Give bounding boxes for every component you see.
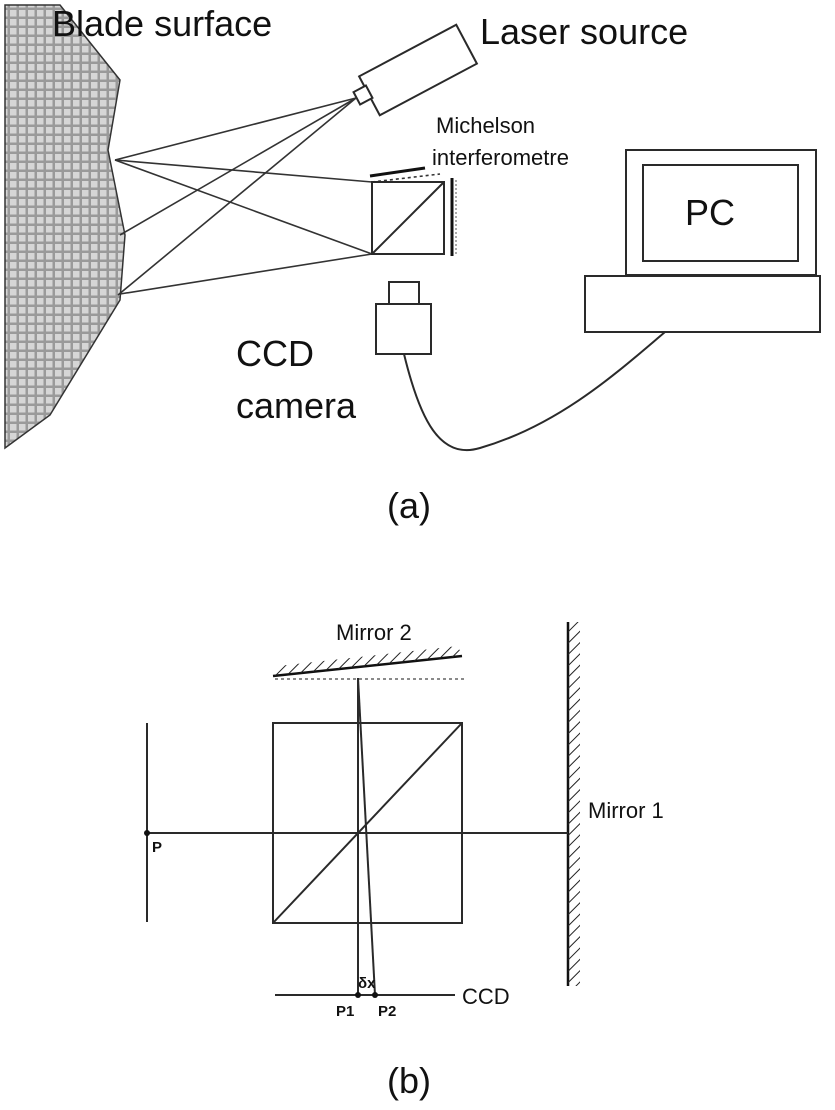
caption-b: (b): [387, 1060, 431, 1101]
dx-label: δx: [358, 975, 376, 992]
mirror-1-label: Mirror 1: [588, 798, 664, 823]
beam-splitter: [272, 722, 463, 924]
mirror-1: [566, 622, 580, 986]
p-label: P: [152, 839, 162, 856]
panel-a: Blade surface Laser source Michelson int…: [4, 3, 821, 526]
ccd-camera: [375, 281, 432, 355]
laser-source-label: Laser source: [480, 11, 688, 52]
mirror-2: [272, 646, 465, 680]
pc-label: PC: [685, 192, 735, 233]
panel-b: Mirror 2 Mirror 1 P δx P1 P2 CCD (b): [144, 620, 664, 1101]
reflected-beams: [114, 159, 441, 295]
p1-label: P1: [336, 1003, 354, 1020]
pc: [584, 149, 821, 333]
michelson-interferometer: [369, 166, 457, 256]
michelson-label-line1: Michelson: [436, 113, 535, 138]
ccd-label-line1: CCD: [236, 333, 314, 374]
caption-a: (a): [387, 485, 431, 526]
camera-cable: [403, 331, 666, 451]
point-p1: [355, 992, 361, 998]
ccd-label-line2: camera: [236, 385, 357, 426]
blade-surface: [4, 4, 126, 450]
laser-source: [352, 23, 479, 117]
mirror-2-label: Mirror 2: [336, 620, 412, 645]
michelson-label-line2: interferometre: [432, 145, 569, 170]
optical-paths: [146, 677, 568, 996]
point-p: [144, 830, 150, 836]
p2-label: P2: [378, 1003, 396, 1020]
ccd-label: CCD: [462, 984, 510, 1009]
point-p2: [372, 992, 378, 998]
blade-surface-label: Blade surface: [52, 3, 272, 44]
laser-beams: [114, 97, 357, 296]
